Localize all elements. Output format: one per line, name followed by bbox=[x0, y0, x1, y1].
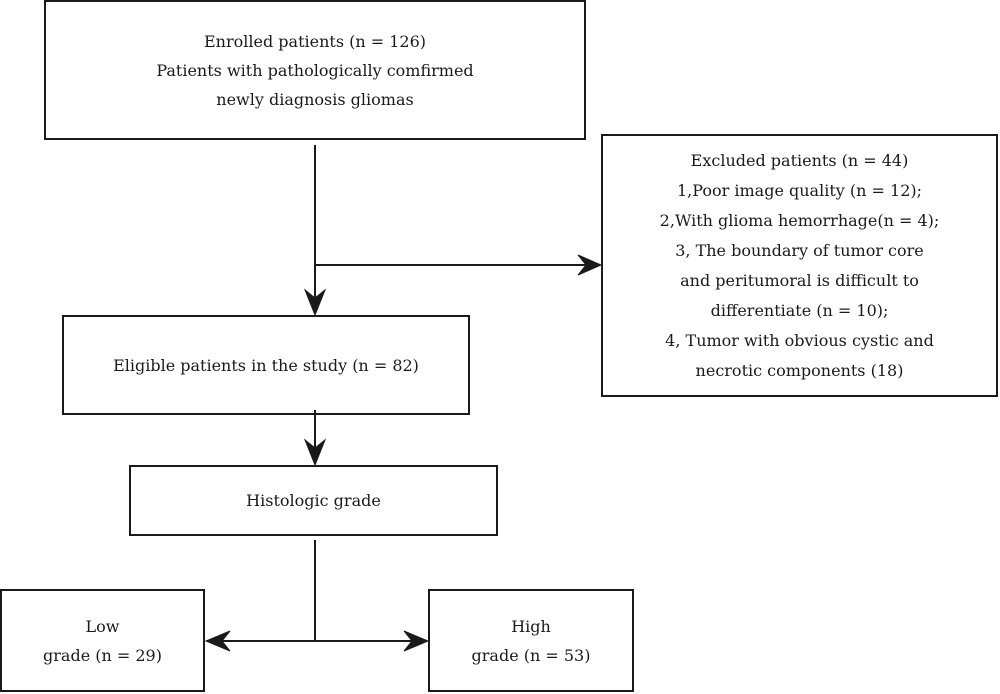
excluded-line-3: 2,With glioma hemorrhage(n = 4); bbox=[659, 210, 940, 230]
enrolled-line-2: Patients with pathologically comfirmed bbox=[156, 60, 474, 80]
enrolled-line-1: Enrolled patients (n = 126) bbox=[203, 31, 427, 51]
high-line-1: High bbox=[511, 616, 551, 636]
high-grade-box: High grade (n = 53) bbox=[428, 589, 634, 692]
low-line-2: grade (n = 29) bbox=[43, 645, 162, 665]
histologic-grade-box: Histologic grade bbox=[129, 465, 498, 536]
enrolled-line-3: newly diagnosis gliomas bbox=[216, 89, 414, 109]
arrowhead-to-low bbox=[204, 630, 231, 652]
excluded-line-2: 1,Poor image quality (n = 12); bbox=[677, 180, 922, 200]
excluded-line-1: Excluded patients (n = 44) bbox=[690, 150, 909, 170]
excluded-line-6: differentiate (n = 10); bbox=[710, 300, 889, 320]
excluded-line-8: necrotic components (18) bbox=[695, 360, 904, 380]
eligible-patients-box: Eligible patients in the study (n = 82) bbox=[62, 315, 470, 415]
excluded-line-7: 4, Tumor with obvious cystic and bbox=[665, 330, 934, 350]
excluded-line-5: and peritumoral is difficult to bbox=[680, 270, 919, 290]
low-grade-box: Low grade (n = 29) bbox=[0, 589, 205, 692]
low-line-1: Low bbox=[85, 616, 120, 636]
arrowhead-to-eligible bbox=[303, 288, 327, 317]
high-line-2: grade (n = 53) bbox=[471, 645, 591, 665]
arrowhead-to-excluded bbox=[577, 254, 603, 276]
arrowhead-to-high bbox=[403, 630, 430, 652]
histologic-line-1: Histologic grade bbox=[246, 491, 381, 510]
enrolled-patients-box: Enrolled patients (n = 126) Patients wit… bbox=[44, 0, 586, 140]
eligible-line-1: Eligible patients in the study (n = 82) bbox=[113, 355, 419, 375]
arrowhead-to-histologic bbox=[303, 438, 327, 467]
excluded-patients-box: Excluded patients (n = 44) 1,Poor image … bbox=[601, 134, 998, 397]
excluded-line-4: 3, The boundary of tumor core bbox=[675, 240, 924, 260]
